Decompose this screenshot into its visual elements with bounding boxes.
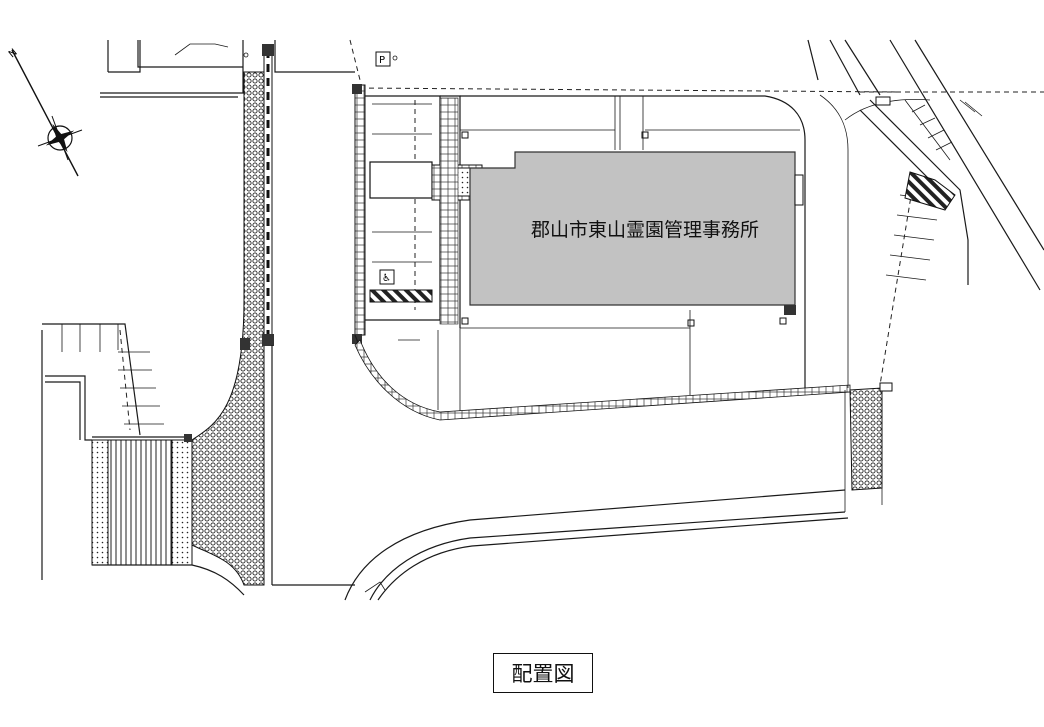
road-lines-top-left	[100, 40, 355, 98]
building-grounds	[354, 94, 851, 421]
parking-stall-markers: ♿	[369, 103, 433, 303]
cobbled-walkway	[191, 44, 274, 586]
building-label: 郡山市東山霊園管理事務所	[530, 219, 759, 241]
parking-lot: ♿	[352, 84, 483, 344]
site-boundary: P	[349, 39, 901, 93]
road-bottom	[271, 345, 849, 601]
road-right	[807, 39, 1044, 512]
north-arrow-icon: N	[7, 47, 83, 177]
drawing-title: 配置図	[493, 653, 593, 693]
svg-text:♿: ♿	[382, 273, 391, 284]
office-building	[461, 131, 804, 327]
parking-lower-left	[41, 323, 164, 580]
staircase-left	[91, 434, 245, 596]
north-label: N	[7, 47, 20, 60]
parking-sign-label: P	[379, 55, 385, 66]
